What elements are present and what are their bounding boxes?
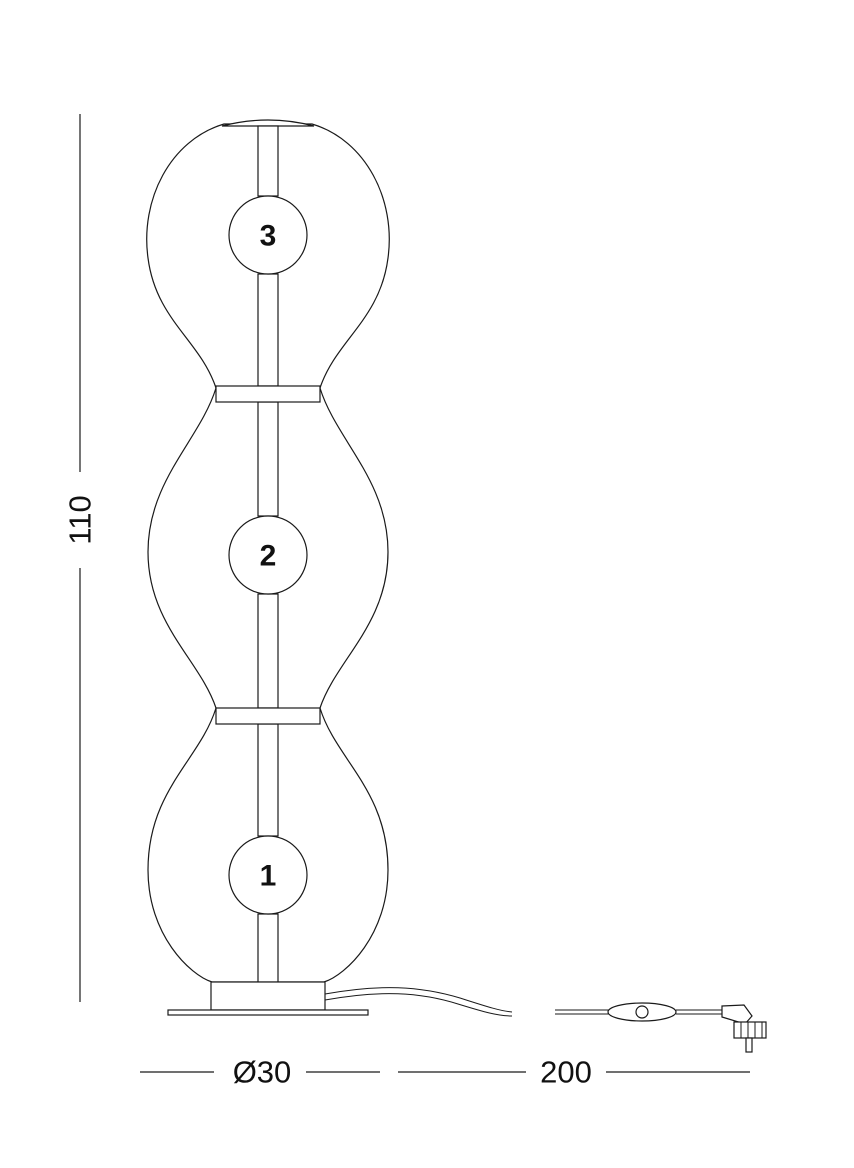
bulb-3: 3 <box>228 195 308 275</box>
power-cable <box>324 987 513 1017</box>
top-cap <box>221 119 315 127</box>
switch-button <box>635 1005 649 1019</box>
diameter-dimension-label: Ø30 <box>233 1055 292 1090</box>
plug-icon <box>721 1004 767 1053</box>
cable-with-switch <box>555 1002 722 1022</box>
bulb-2: 2 <box>228 515 308 595</box>
ring-lower <box>215 707 321 725</box>
cable-length-dimension-label: 200 <box>540 1055 592 1090</box>
diameter-dimension: Ø30 <box>140 1055 380 1090</box>
ring-upper <box>215 385 321 403</box>
central-rod <box>257 125 279 983</box>
bulb-3-label: 3 <box>260 220 277 253</box>
bulb-2-label: 2 <box>260 540 277 573</box>
lamp-base <box>167 981 369 1016</box>
bulb-1: 1 <box>228 835 308 915</box>
height-dimension-label: 110 <box>63 495 98 544</box>
bulb-1-label: 1 <box>260 860 277 893</box>
height-dimension: 110 <box>63 114 98 1002</box>
cable-length-dimension: 200 <box>398 1055 750 1090</box>
